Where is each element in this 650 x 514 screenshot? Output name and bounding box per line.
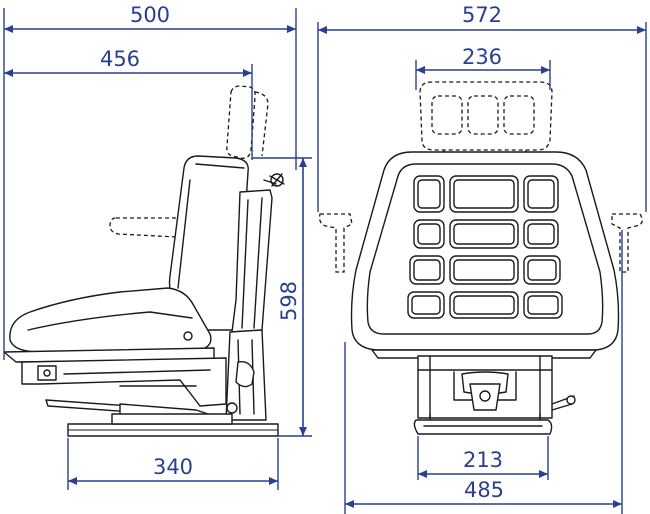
side-seat-cushion xyxy=(9,287,212,353)
side-seat-seam xyxy=(27,311,193,331)
side-weight-knob xyxy=(235,361,255,388)
front-dim-572: 572 xyxy=(317,3,647,212)
front-dim-213: 213 xyxy=(417,436,549,480)
front-armrest-left xyxy=(318,213,353,273)
dim-label-236: 236 xyxy=(462,45,502,69)
front-base-rail-lines xyxy=(423,413,543,427)
front-headrest-outline xyxy=(419,81,553,151)
front-adjust-lever-knob xyxy=(566,395,576,405)
front-dim-485: 485 xyxy=(344,230,623,514)
front-base-rail xyxy=(413,419,553,435)
side-base-lines xyxy=(63,369,211,387)
side-backrest-edge xyxy=(177,163,245,289)
front-headrest-pad-left xyxy=(431,95,463,135)
front-cushion-pads xyxy=(407,175,563,319)
side-seat-bolt xyxy=(183,331,193,341)
front-view xyxy=(318,81,643,435)
dim-label-500: 500 xyxy=(130,3,170,27)
front-suspension-knob xyxy=(479,390,491,402)
side-column-bolt xyxy=(226,402,238,414)
dim-label-340: 340 xyxy=(153,455,193,479)
side-base-block-bolt xyxy=(43,369,51,377)
dim-label-572: 572 xyxy=(462,3,502,27)
side-back-frame-rail xyxy=(241,197,263,329)
side-slide-lever xyxy=(45,399,133,413)
side-dim-598: 598 xyxy=(252,157,312,437)
dim-label-456: 456 xyxy=(100,47,140,71)
dim-label-485: 485 xyxy=(464,478,504,502)
side-base-housing xyxy=(21,357,227,407)
front-dim-236: 236 xyxy=(415,45,551,90)
front-headrest-pad-mid xyxy=(467,95,499,135)
side-adjust-knob-shaft xyxy=(263,179,277,185)
front-headrest-pad-right xyxy=(503,95,535,135)
side-dim-340: 340 xyxy=(67,438,279,490)
dim-label-213: 213 xyxy=(463,448,503,472)
side-headrest-stem xyxy=(254,91,269,157)
side-view xyxy=(3,85,285,437)
front-suspension-details xyxy=(417,355,553,419)
side-base-rail xyxy=(111,413,233,425)
dim-label-598: 598 xyxy=(277,281,301,321)
side-adjust-knob-cross xyxy=(269,173,285,187)
front-armrest-right xyxy=(611,213,643,273)
side-dim-456: 456 xyxy=(4,47,253,160)
front-shell-inner xyxy=(366,163,604,335)
side-headrest-outline xyxy=(226,85,256,159)
side-dim-500: 500 xyxy=(3,3,297,360)
